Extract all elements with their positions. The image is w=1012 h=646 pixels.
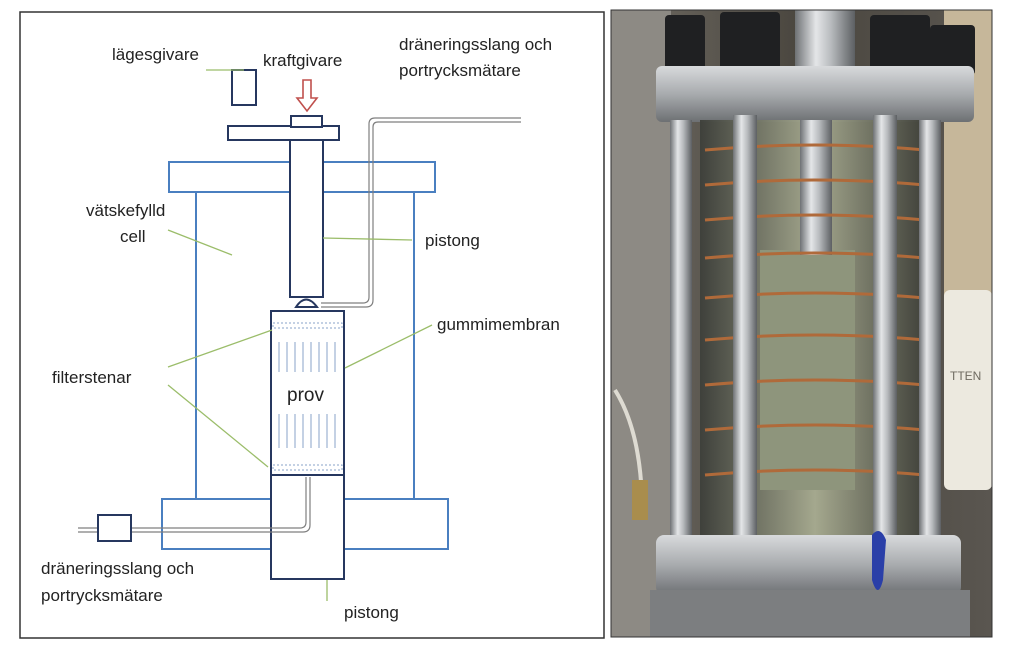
label-drain-bottom-2: portrycksmätare [41,586,163,605]
label-fluid-cell-2: cell [120,227,146,246]
photo-frame [610,9,993,638]
bottom-pressure-gauge-box [97,514,132,542]
filter-stone-top [272,322,343,329]
upper-piston [289,139,324,298]
force-sensor-block [290,115,323,128]
sample-membrane [270,310,345,476]
brass-fitting [632,480,648,520]
bottom-drainage-tube [78,477,311,533]
label-piston-top: pistong [425,231,480,250]
piston-cap [294,298,319,308]
bottle-label: TTEN [950,369,981,383]
background-bottle [944,290,992,490]
label-drain-top-1: dräneringsslang och [399,35,552,54]
blue-valve-handle [872,531,886,590]
label-sample: prov [287,385,324,406]
position-sensor-box [231,69,257,106]
force-arrow-icon [295,79,319,113]
top-crossbar [227,125,340,141]
label-filter-stones: filterstenar [52,368,132,387]
label-fluid-cell-1: vätskefylld [86,201,165,220]
top-piston-rod [795,10,855,75]
photo-bottom-plate [656,535,961,595]
label-drain-top-2: portrycksmätare [399,61,521,80]
photo-sample [760,250,855,490]
lower-piston [270,474,345,580]
support-rods [670,115,941,585]
photo-center-piston [800,120,832,255]
label-position-sensor: lägesgivare [112,45,199,64]
top-drainage-tube [321,117,521,308]
filter-stone-bottom [272,464,343,471]
label-rubber-membrane: gummimembran [437,315,560,334]
label-force-sensor: kraftgivare [263,51,342,70]
leader-lines [167,69,433,601]
label-drain-bottom-1: dräneringsslang och [41,559,194,578]
copper-coil [704,143,926,477]
label-piston-bottom: pistong [344,603,399,622]
photo-base [650,590,970,637]
photo-top-plate [656,66,974,122]
top-knobs [665,12,975,75]
sample-texture [278,342,336,448]
